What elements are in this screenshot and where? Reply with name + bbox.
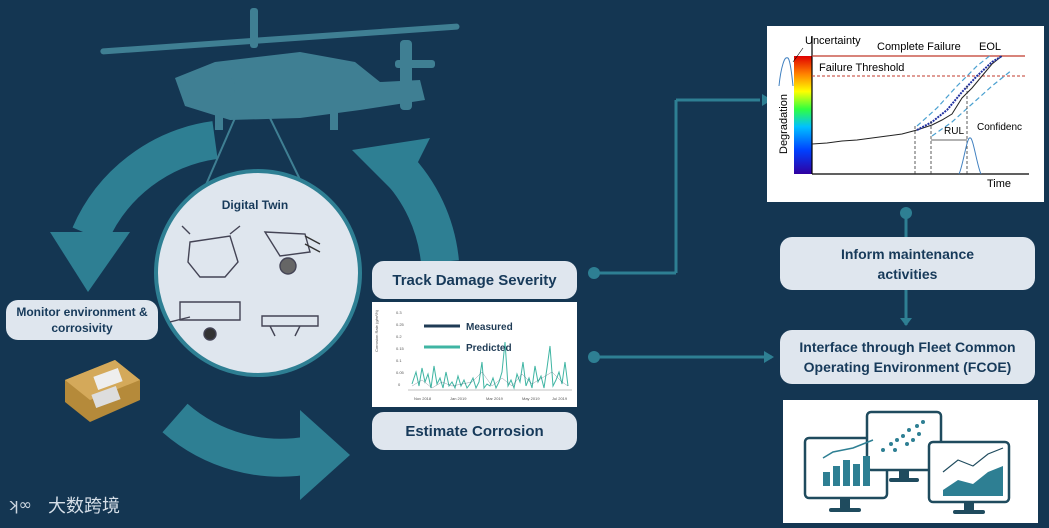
confidence-distribution [958,137,982,175]
legend-predicted: Predicted [466,343,512,354]
monitor-environment-label: Monitor environment & corrosivity [6,300,158,340]
corrosion-chart: Corrosion Rate (g/m²/h) 0.3 0.25 0.2 0.1… [374,309,572,401]
xtick: Mar 2019 [486,396,504,401]
landing-gear-sketch-icon [263,231,311,257]
xtick: Jan 2019 [450,396,467,401]
ytick: 0.1 [396,358,402,363]
watermark: ʞ∞ 大数跨境 [8,492,120,518]
rul-label: RUL [944,126,964,137]
dashboard-panel [783,400,1038,523]
ytick: 0.3 [396,310,402,315]
degradation-color-scale [794,56,812,174]
estimate-corrosion-label: Estimate Corrosion [372,412,577,450]
xtick: Nov 2018 [414,396,432,401]
measured-series [411,371,569,389]
legend-measured: Measured [466,322,513,333]
ytick: 0.25 [396,322,405,327]
uncertainty-distribution [778,57,794,87]
digital-twin-circle [154,169,362,377]
xtick: May 2019 [522,396,540,401]
ytick: 0.05 [396,370,405,375]
corrosion-ylabel: Corrosion Rate (g/m²/h) [374,309,379,352]
watermark-text: 大数跨境 [48,496,120,517]
helicopter-icon [100,8,460,130]
uncertainty-label: Uncertainty [805,35,861,47]
bracket-sketch-icon [261,315,319,337]
digital-twin-title: Digital Twin [221,198,289,212]
predicted-series [411,341,569,390]
ytick: 0.15 [396,346,405,351]
corrosion-chart-panel: Corrosion Rate (g/m²/h) 0.3 0.25 0.2 0.1… [372,302,577,407]
complete-failure-label: Complete Failure [877,41,961,53]
xtick: Jul 2019 [552,396,568,401]
ytick: 0.2 [396,334,402,339]
track-damage-label: Track Damage Severity [372,261,577,299]
inform-maintenance-label: Inform maintenance activities [780,237,1035,290]
corrosion-yticks: 0.3 0.25 0.2 0.15 0.1 0.05 0 [396,310,405,387]
degradation-chart-panel: Degradation Time Complete Failure EOL Fa… [767,26,1044,202]
interface-fcoe-label: Interface through Fleet Common Operating… [780,330,1035,384]
fuselage-sketch-icon [187,235,239,278]
eol-label: EOL [979,41,1001,53]
watermark-logo-icon: ʞ∞ [8,495,32,514]
ytick: 0 [398,382,401,387]
aircraft-parts-sketches [170,225,321,341]
confidence-label: Confidenc [977,122,1022,133]
degradation-chart: Degradation Time Complete Failure EOL Fa… [778,35,1029,190]
degradation-ylabel: Degradation [778,94,790,154]
failure-threshold-label: Failure Threshold [819,62,904,74]
degradation-xlabel: Time [987,178,1011,190]
cart-sketch-icon [179,301,241,321]
degradation-curve [811,55,1003,145]
corrosion-sensor-icon [65,360,140,422]
dashboard-monitors-icon [803,410,1011,514]
corrosion-xticks: Nov 2018 Jan 2019 Mar 2019 May 2019 Jul … [414,396,568,401]
